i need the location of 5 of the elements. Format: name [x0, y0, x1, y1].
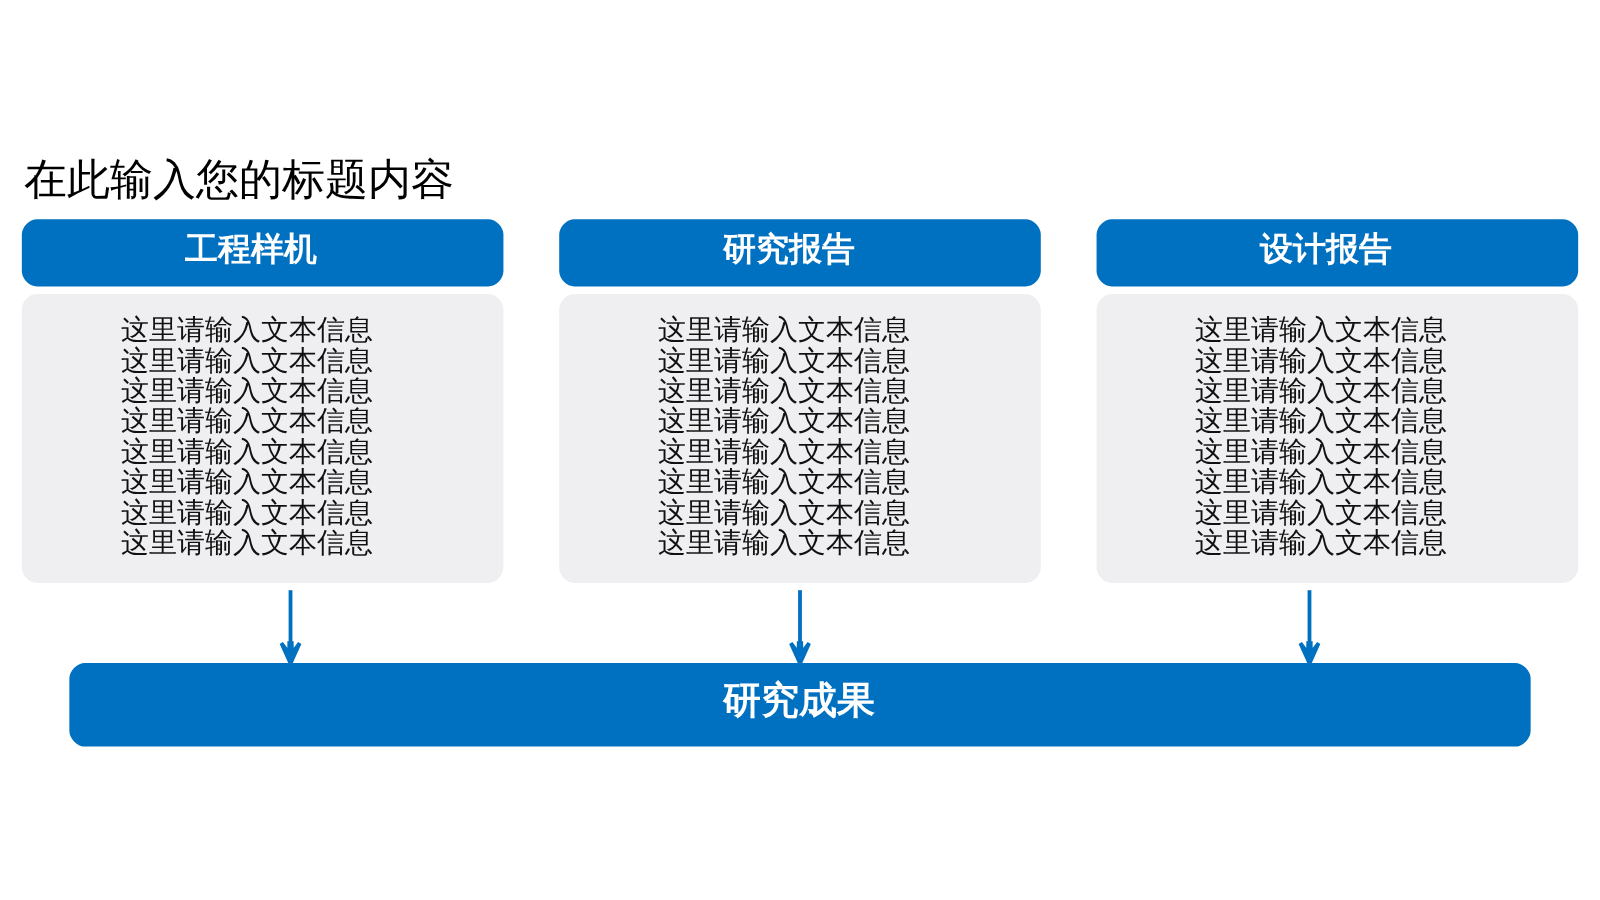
- arrow: [1298, 590, 1321, 666]
- arrow: [788, 590, 812, 666]
- node-box: 研究成果: [69, 662, 1531, 747]
- diagram-title: 在此输入您的标题内容: [23, 153, 454, 204]
- arrow: [279, 590, 302, 666]
